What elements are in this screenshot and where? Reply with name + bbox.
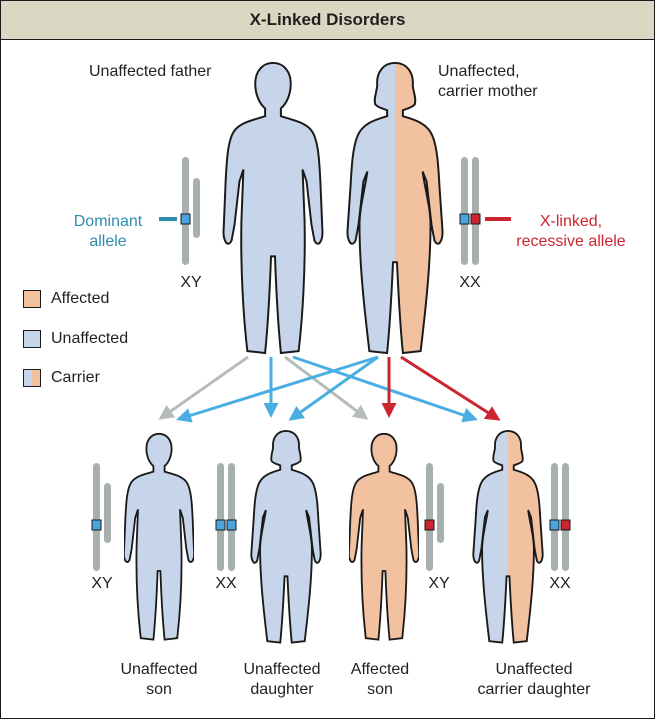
inheritance-arrows — [158, 355, 501, 423]
daughter2-genotype: XX — [549, 575, 571, 592]
father-figure — [222, 61, 324, 355]
recessive-allele-label-line1: X-linked, — [539, 213, 603, 230]
figure-title: X-Linked Disorders — [1, 1, 654, 40]
dominant-allele-label-line2: allele — [89, 233, 127, 250]
daughter1-chromosomes — [215, 463, 237, 571]
carrier-daughter-figure — [472, 429, 544, 644]
affected-swatch — [23, 290, 41, 308]
son2-genotype: XY — [428, 575, 450, 592]
legend-carrier: Carrier — [23, 368, 100, 388]
son1-chromosomes — [91, 463, 111, 571]
recessive-allele-label-line2: recessive allele — [516, 233, 626, 250]
son2-caption-line2: son — [367, 681, 393, 698]
legend-affected-label: Affected — [51, 290, 110, 307]
unaffected-daughter-figure — [250, 429, 322, 644]
son1-caption-line2: son — [146, 681, 172, 698]
unaffected-swatch — [23, 330, 41, 348]
dominant-allele-label-line1: Dominant — [73, 213, 143, 230]
mother-genotype: XX — [459, 274, 481, 291]
legend-unaffected: Unaffected — [23, 329, 128, 349]
son2-caption-line1: Affected — [350, 661, 410, 678]
unaffected-son-figure — [124, 432, 194, 641]
mother-label-line1: Unaffected, — [438, 63, 520, 80]
daughter1-caption-line2: daughter — [250, 681, 314, 698]
father-label: Unaffected father — [89, 63, 212, 80]
daughter1-genotype: XX — [215, 575, 237, 592]
daughter2-caption-line1: Unaffected — [495, 661, 573, 678]
father-chromosomes — [159, 157, 200, 265]
daughter1-caption-line1: Unaffected — [243, 661, 321, 678]
affected-son-figure — [349, 432, 419, 641]
son1-caption-line1: Unaffected — [120, 661, 198, 678]
mother-figure — [346, 61, 444, 355]
son1-genotype: XY — [91, 575, 113, 592]
son2-chromosomes — [424, 463, 444, 571]
legend-carrier-label: Carrier — [51, 369, 100, 386]
legend-unaffected-label: Unaffected — [51, 330, 129, 347]
father-genotype: XY — [180, 274, 202, 291]
mother-label-line2: carrier mother — [438, 83, 538, 100]
mother-chromosomes — [459, 157, 511, 265]
legend-affected: Affected — [23, 289, 109, 309]
daughter2-chromosomes — [549, 463, 571, 571]
carrier-swatch — [23, 369, 41, 387]
daughter2-caption-line2: carrier daughter — [477, 681, 591, 698]
